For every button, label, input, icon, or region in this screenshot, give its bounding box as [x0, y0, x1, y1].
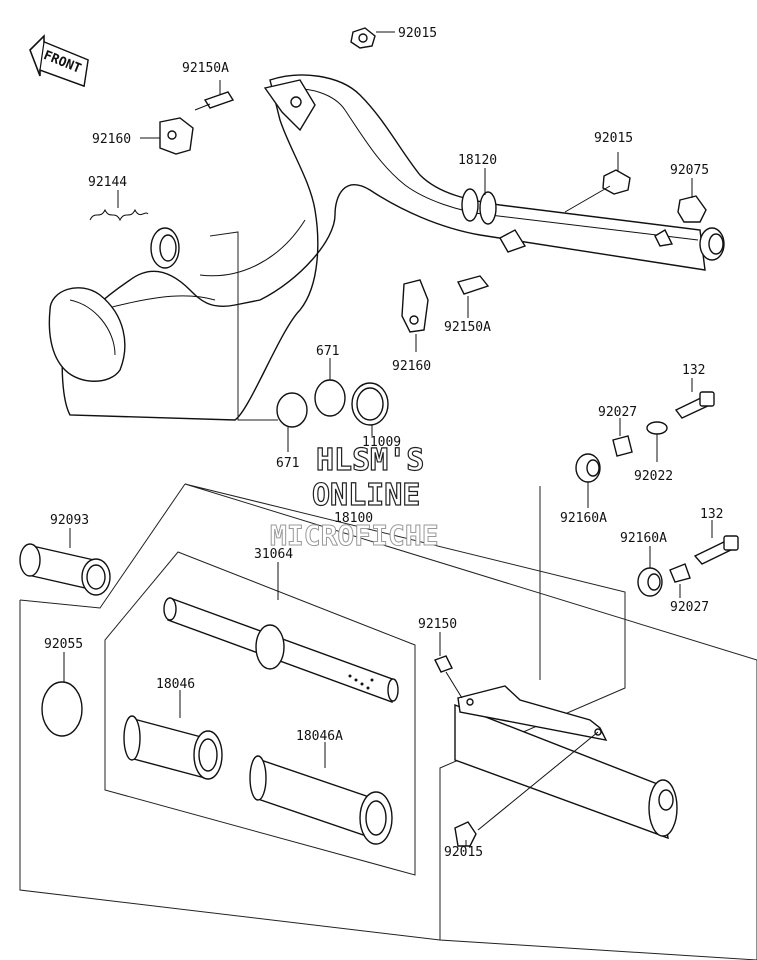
- hardware-top: [89, 27, 707, 333]
- watermark-line3: MICROFICHE: [270, 519, 439, 552]
- packing-18046: [123, 715, 223, 780]
- label-92144: 92144: [88, 175, 127, 190]
- silencer: [434, 655, 678, 847]
- label-92015-bottom: 92015: [444, 845, 483, 860]
- label-92055: 92055: [44, 637, 83, 652]
- label-18120: 18120: [458, 153, 497, 168]
- label-11009: 11009: [362, 435, 401, 450]
- watermark-line1: HLSM'S: [316, 443, 424, 478]
- label-92160-top: 92160: [92, 132, 131, 147]
- label-18046A: 18046A: [296, 729, 343, 744]
- label-92075: 92075: [670, 163, 709, 178]
- label-132-lower: 132: [700, 507, 723, 522]
- hardware-right: [575, 391, 739, 597]
- label-132-upper: 132: [682, 363, 705, 378]
- silencer-frame: [184, 483, 757, 960]
- gaskets: [276, 379, 389, 428]
- label-92015-top: 92015: [398, 26, 437, 41]
- label-18100: 18100: [334, 511, 373, 526]
- label-671-upper: 671: [316, 344, 339, 359]
- leader-lines: [63, 31, 713, 846]
- label-92150A-top: 92150A: [182, 61, 229, 76]
- label-92150: 92150: [418, 617, 457, 632]
- watermark-line2: ONLINE: [312, 478, 420, 513]
- inner-kit-frame: [104, 551, 416, 876]
- packing-18046A: [249, 755, 393, 845]
- watermark: HLSM'S ONLINE MICROFICHE: [270, 442, 440, 552]
- pipe-31064: [163, 597, 399, 703]
- gasket-92055: [41, 681, 83, 737]
- label-671-lower: 671: [276, 456, 299, 471]
- label-18046: 18046: [156, 677, 195, 692]
- label-31064: 31064: [254, 547, 293, 562]
- label-92093: 92093: [50, 513, 89, 528]
- label-92150A-mid: 92150A: [444, 320, 491, 335]
- exhaust-pipe: [48, 74, 725, 421]
- label-92160A-lower: 92160A: [620, 531, 667, 546]
- label-92015-right: 92015: [594, 131, 633, 146]
- collar-92093: [19, 543, 111, 596]
- label-92160A-upper: 92160A: [560, 511, 607, 526]
- label-92022: 92022: [634, 469, 673, 484]
- front-arrow-icon: FRONT: [29, 34, 89, 88]
- label-92027-lower: 92027: [670, 600, 709, 615]
- part-labels: 92015 92150A 92160 92144 18120 92015 920…: [44, 26, 723, 860]
- label-92160-mid: 92160: [392, 359, 431, 374]
- label-92027-upper: 92027: [598, 405, 637, 420]
